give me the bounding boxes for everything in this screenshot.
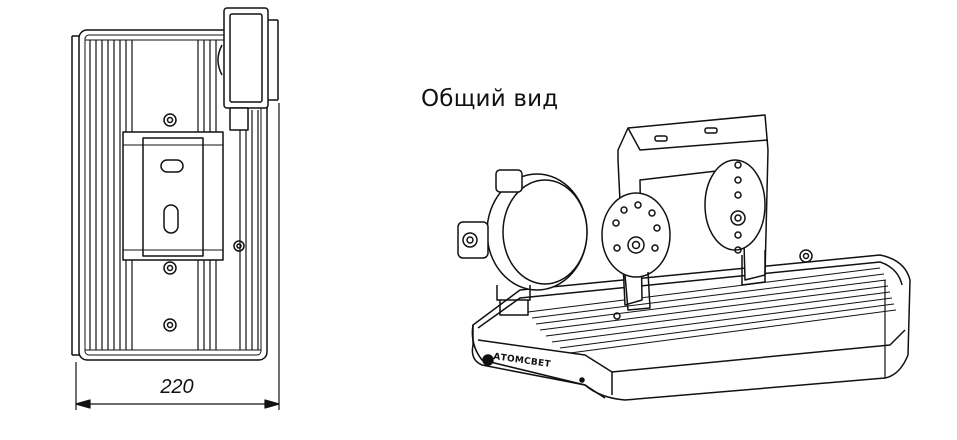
width-dimension-label: 220 <box>160 376 194 398</box>
top-view <box>71 7 280 410</box>
iso-fins <box>527 267 897 354</box>
iso-junction-box <box>457 169 588 316</box>
iso-bracket <box>601 114 769 311</box>
dimension-line <box>75 103 280 410</box>
housing-outline <box>78 29 268 361</box>
logo-plate <box>482 354 494 366</box>
isometric-view <box>457 114 911 401</box>
junction-box-top <box>217 7 279 109</box>
cooling-fins <box>89 40 259 350</box>
mounting-bracket <box>122 131 224 261</box>
general-view-caption: Общий вид <box>421 86 559 112</box>
bolts <box>163 113 245 332</box>
